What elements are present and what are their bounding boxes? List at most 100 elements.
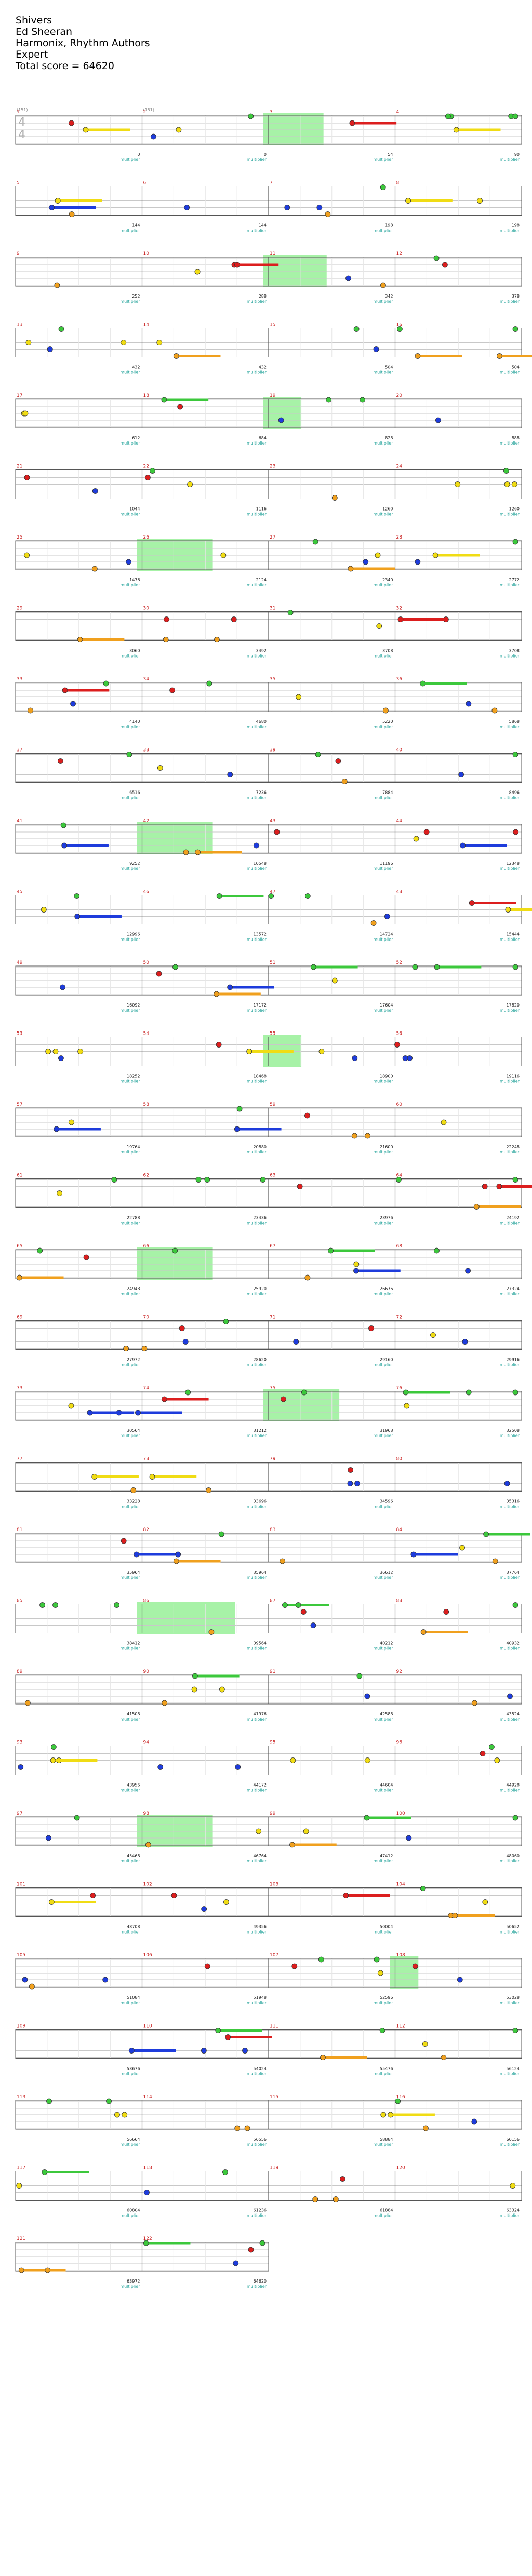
note-gem [395, 2098, 401, 2104]
sustain-tail [152, 1475, 197, 1478]
note-gem [396, 1177, 402, 1183]
note-gem [394, 1042, 400, 1048]
multiplier-label: multiplier [373, 866, 393, 871]
sustain-tail [216, 992, 261, 996]
note-gem [163, 637, 169, 642]
note-gem [318, 1049, 325, 1054]
multiplier-label: multiplier [373, 796, 393, 800]
note-gem [435, 417, 441, 423]
note-gem [253, 842, 259, 849]
multiplier-label: multiplier [373, 654, 393, 659]
measure-score: 2124 [256, 578, 267, 582]
note-gem [364, 1815, 370, 1821]
measure-score: 198 [385, 223, 393, 228]
measure-number: 59 [270, 1102, 276, 1107]
note-gem [443, 1609, 449, 1615]
measure-score: 29160 [380, 1358, 393, 1362]
note-gem [91, 566, 98, 572]
measure-number: 121 [17, 2236, 25, 2242]
sustain-tail [486, 1533, 530, 1536]
note-gem [510, 2183, 516, 2189]
sustain-tail [138, 1411, 182, 1414]
note-gem [512, 1389, 518, 1396]
measure-score: 1260 [382, 507, 393, 512]
multiplier-label: multiplier [247, 1079, 267, 1084]
multiplier-label: multiplier [120, 1433, 140, 1438]
multiplier-label: multiplier [373, 725, 393, 729]
multiplier-label: multiplier [373, 370, 393, 375]
measure-number: 57 [17, 1102, 22, 1107]
note-gem [415, 353, 421, 359]
note-gem [242, 2048, 248, 2054]
measure-number: 75 [270, 1386, 275, 1391]
note-gem [511, 481, 517, 487]
note-gem [54, 1126, 60, 1132]
sustain-tail [499, 355, 532, 357]
note-gem [278, 417, 284, 423]
multiplier-label: multiplier [247, 370, 267, 375]
multiplier-label: multiplier [373, 157, 393, 162]
measure-number: 10 [143, 251, 150, 257]
note-gem [161, 397, 167, 403]
note-gem [489, 1744, 495, 1750]
multiplier-label: multiplier [500, 654, 520, 659]
multiplier-label: multiplier [373, 1433, 393, 1438]
multiplier-label: multiplier [120, 299, 140, 304]
note-gem [92, 488, 98, 494]
sustain-tail [330, 1249, 375, 1252]
note-gem [471, 1700, 477, 1706]
sustain-tail [408, 199, 453, 202]
note-gem [420, 1629, 427, 1635]
measure-number: 93 [17, 1740, 22, 1746]
measure-score: 3708 [382, 649, 393, 653]
note-gem [204, 1177, 210, 1183]
note-gem [134, 1551, 139, 1558]
note-gem [47, 346, 53, 352]
measure-score: 50004 [380, 1925, 393, 1929]
multiplier-label: multiplier [247, 1150, 267, 1155]
note-gem [175, 1551, 181, 1558]
multiplier-label: multiplier [373, 2072, 393, 2076]
note-gem [453, 127, 459, 133]
note-gem [349, 120, 355, 126]
measure-number: 26 [143, 535, 150, 540]
note-gem [512, 326, 518, 332]
note-gem [194, 269, 201, 275]
sustain-tail [219, 895, 264, 897]
measure-number: 65 [17, 1244, 22, 1249]
note-gem [128, 2048, 135, 2054]
measure-score: 1476 [129, 578, 140, 582]
measure-score: 51948 [254, 1995, 267, 2000]
sustain-tail [136, 1553, 181, 1556]
measure-score: 5220 [382, 719, 393, 724]
sustain-tail [53, 1759, 98, 1762]
measure-score: 45468 [127, 1854, 140, 1858]
sustain-tail [352, 122, 397, 125]
measure-number: 117 [17, 2166, 25, 2171]
note-gem [227, 984, 233, 990]
measure-number: 118 [143, 2166, 152, 2171]
note-gem [208, 1629, 215, 1635]
measure-number: 31 [270, 606, 275, 611]
note-gem [492, 1558, 498, 1564]
multiplier-label: multiplier [500, 157, 520, 162]
multiplier-label: multiplier [120, 1788, 140, 1793]
note-gem [280, 1558, 285, 1564]
note-gem [348, 566, 354, 572]
note-gem [248, 2247, 254, 2253]
note-gem [410, 1551, 417, 1558]
note-gem [473, 1204, 480, 1210]
note-gem [289, 1842, 295, 1848]
note-gem [295, 1602, 301, 1608]
measure-score: 63324 [507, 2208, 520, 2213]
note-gem [351, 1133, 357, 1139]
sustain-tail [164, 1398, 209, 1401]
note-gem [420, 680, 426, 687]
measure-number: 7 [270, 181, 273, 186]
measure-number: 84 [396, 1527, 403, 1533]
measure-number: 88 [396, 1599, 403, 1604]
multiplier-label: multiplier [500, 1433, 520, 1438]
note-gem [310, 964, 316, 970]
note-gem [375, 552, 381, 558]
measure-number: 44 [396, 819, 403, 824]
